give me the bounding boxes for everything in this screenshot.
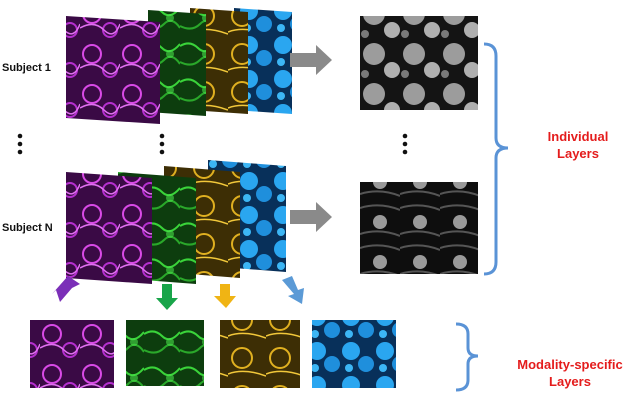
- modality-layer-magenta: [30, 320, 114, 388]
- gray-arrow-bottom: [290, 202, 332, 232]
- down-arrow-blue: [282, 276, 304, 304]
- modality-layer-green: [126, 320, 204, 386]
- down-arrow-yellow: [214, 284, 236, 308]
- modality-layers-label: Modality-specific Layers: [517, 357, 623, 389]
- modality-layers-bracket: [455, 322, 479, 392]
- subject-1-stack: [66, 8, 292, 124]
- subject-1-blue-slice: [234, 8, 292, 114]
- ellipsis-left: [17, 133, 23, 155]
- down-arrow-magenta: [52, 276, 80, 302]
- subject-n-label: Subject N: [2, 222, 53, 234]
- subject-1-label: Subject 1: [2, 62, 51, 74]
- subject-1-green-slice: [148, 10, 206, 116]
- down-arrow-green: [156, 284, 178, 310]
- gray-arrow-top: [290, 45, 332, 75]
- ellipsis-middle: [159, 133, 165, 155]
- individual-layer-image-1: [360, 16, 478, 110]
- subject-1-magenta-slice: [66, 16, 160, 124]
- modality-layer-yellow: [220, 320, 300, 388]
- ellipsis-right: [402, 133, 408, 155]
- modality-layer-blue: [312, 320, 396, 388]
- individual-layers-label: Individual Layers: [547, 129, 609, 161]
- subject-n-stack: [66, 160, 286, 284]
- individual-layer-image-n: [360, 182, 478, 274]
- individual-layers-bracket: [483, 42, 509, 276]
- subject-n-magenta-slice: [66, 172, 152, 284]
